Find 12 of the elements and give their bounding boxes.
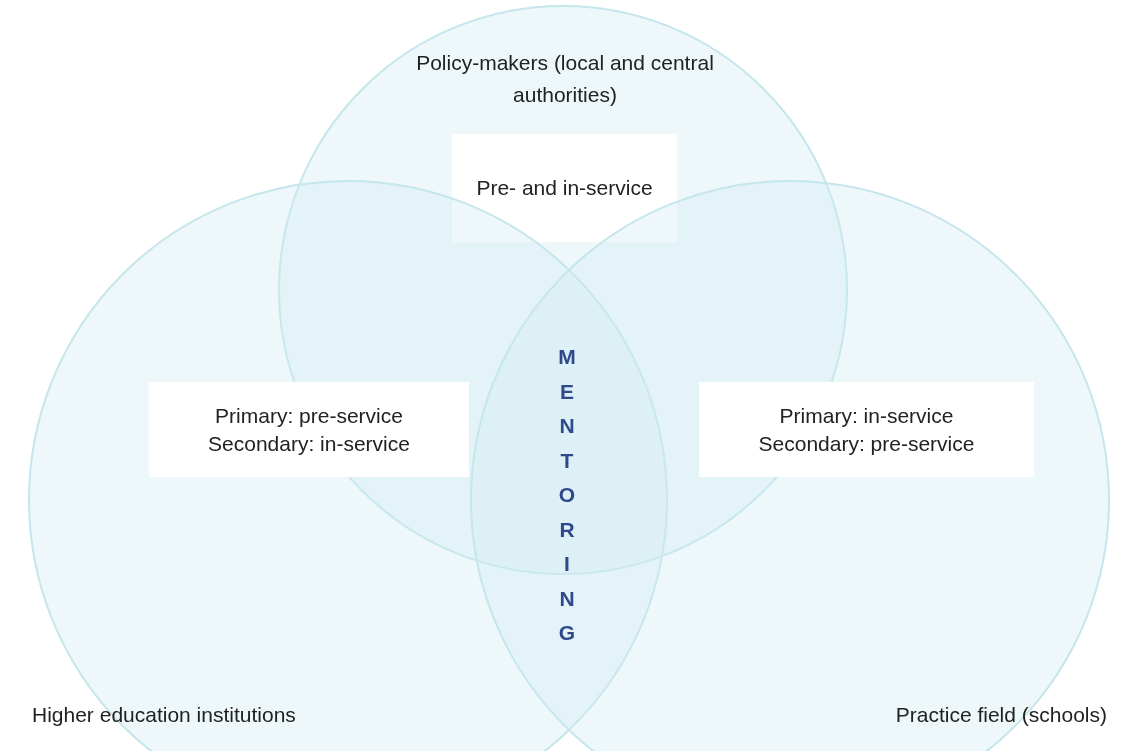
label-box bbox=[452, 134, 677, 242]
vertical-label: MENTORING bbox=[558, 344, 576, 646]
box-text: Primary: in-service bbox=[779, 402, 954, 429]
label-box bbox=[149, 382, 469, 477]
circle-label: Policy-makers (local and central authorities) bbox=[415, 50, 715, 108]
box-text: Secondary: in-service bbox=[208, 430, 410, 457]
box-text: Secondary: pre-service bbox=[758, 430, 975, 457]
circle-label: Practice field (schools) bbox=[894, 702, 1107, 728]
box-text: Primary: pre-service bbox=[215, 402, 403, 429]
label-box bbox=[699, 382, 1034, 477]
box-text: Pre- and in-service bbox=[476, 175, 653, 201]
circle-label: Higher education institutions bbox=[32, 702, 297, 728]
